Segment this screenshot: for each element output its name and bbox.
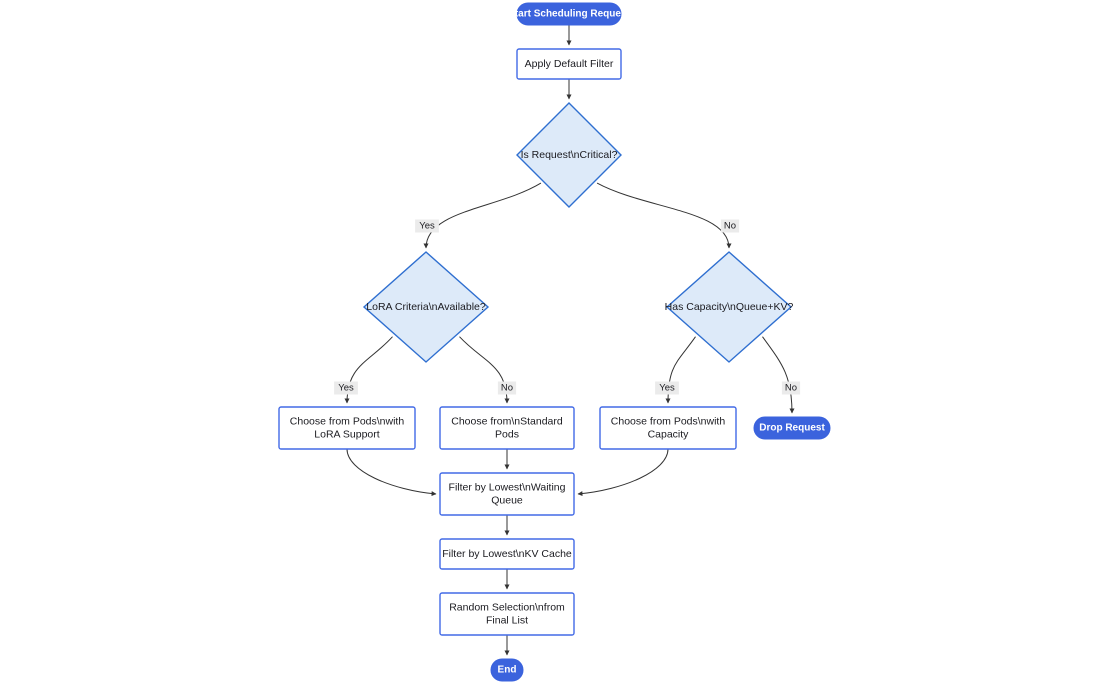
node-label: Drop Request	[759, 423, 825, 434]
node-label: LoRA Criteria\nAvailable?	[366, 301, 486, 313]
edge-label-critical-capacity: No	[720, 219, 740, 233]
node-label: Choose from Pods\nwith	[611, 415, 726, 427]
node-label: LoRA Support	[314, 428, 379, 440]
edge-label-lora-pods_lora: Yes	[334, 381, 358, 395]
edge-label-lora-pods_std: No	[497, 381, 517, 395]
edge-pods_cap-to-filter_queue	[577, 448, 669, 497]
edge-critical-to-lora	[423, 182, 542, 249]
node-label: Queue	[491, 494, 523, 506]
node-label: Final List	[486, 614, 528, 626]
node-label: Start Scheduling Request	[508, 9, 630, 20]
edge-label-text: Yes	[659, 383, 675, 394]
node-label: Capacity	[648, 428, 690, 440]
edge-layer	[344, 25, 795, 656]
node-label: Is Request\nCritical?	[521, 149, 618, 161]
node-default[interactable]: Apply Default Filter	[516, 48, 622, 80]
edge-label-text: No	[724, 221, 736, 232]
edge-label-critical-lora: Yes	[415, 219, 439, 233]
edge-label-capacity-drop: No	[781, 381, 801, 395]
node-end[interactable]: End	[490, 658, 524, 682]
node-filter_kv[interactable]: Filter by Lowest\nKV Cache	[439, 538, 575, 570]
node-label: Filter by Lowest\nWaiting	[449, 481, 566, 493]
node-label: Filter by Lowest\nKV Cache	[442, 548, 572, 560]
node-label: Pods	[495, 428, 519, 440]
node-lora[interactable]: LoRA Criteria\nAvailable?	[362, 251, 490, 363]
node-label: Has Capacity\nQueue+KV?	[665, 301, 794, 313]
node-capacity[interactable]: Has Capacity\nQueue+KV?	[665, 251, 794, 363]
edge-critical-to-capacity	[596, 182, 732, 249]
edge-capacity-to-drop	[762, 336, 795, 414]
node-label: Choose from\nStandard	[451, 415, 563, 427]
node-label: Choose from Pods\nwith	[290, 415, 405, 427]
edge-label-capacity-pods_cap: Yes	[655, 381, 679, 395]
node-start[interactable]: Start Scheduling Request	[508, 2, 631, 26]
edge-label-text: No	[785, 383, 797, 394]
edge-label-text: Yes	[338, 383, 354, 394]
edge-label-text: Yes	[419, 221, 435, 232]
node-label: End	[498, 665, 517, 676]
node-label: Random Selection\nfrom	[449, 601, 565, 613]
node-label: Apply Default Filter	[525, 58, 614, 70]
node-critical[interactable]: Is Request\nCritical?	[516, 102, 622, 208]
node-drop[interactable]: Drop Request	[753, 416, 831, 440]
edge-label-text: No	[501, 383, 513, 394]
edge-pods_lora-to-filter_queue	[346, 448, 437, 497]
